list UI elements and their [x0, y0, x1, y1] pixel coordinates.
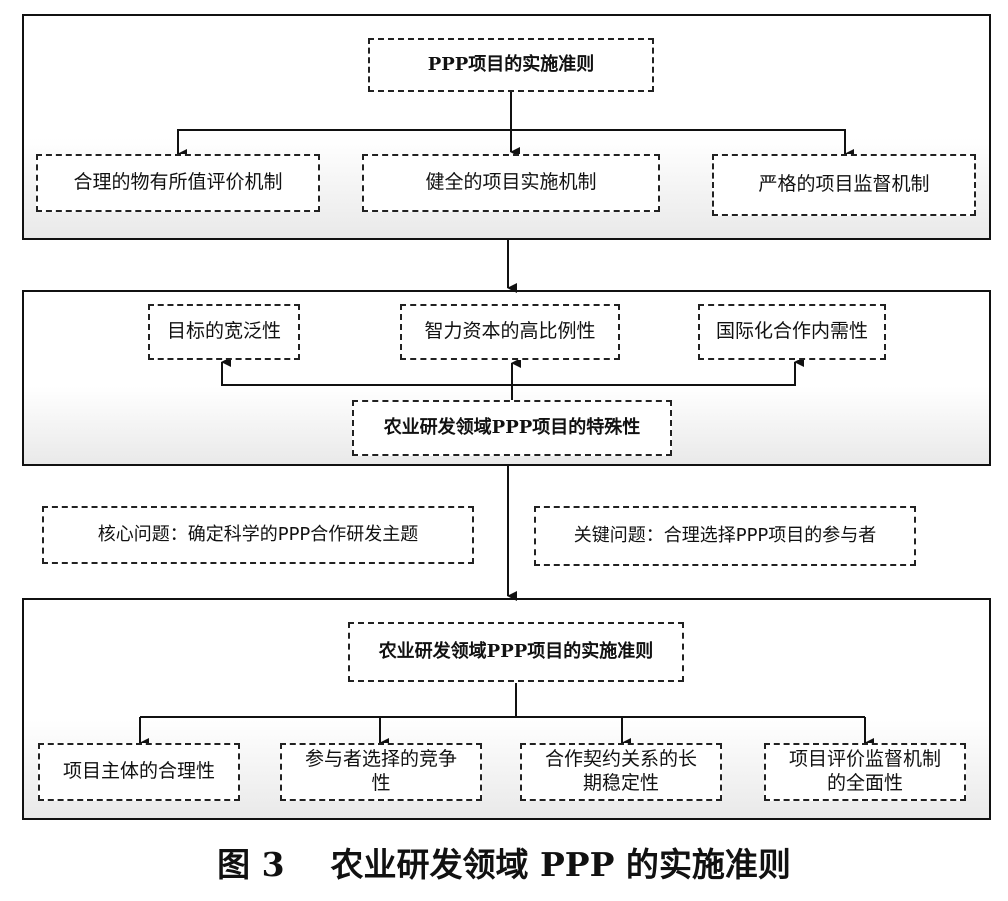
box-supervision-mechanism: 严格的项目监督机制	[712, 154, 976, 216]
box-key-issue: 关键问题：合理选择PPP项目的参与者	[534, 506, 916, 566]
figure-caption: 图 3 农业研发领域 PPP 的实施准则	[217, 845, 791, 884]
box-intellectual-capital: 智力资本的高比例性	[400, 304, 620, 360]
bracket-p2	[221, 366, 796, 386]
box-participant-competition: 参与者选择的竞争 性	[280, 743, 482, 801]
box-contract-stability: 合作契约关系的长 期稳定性	[520, 743, 722, 801]
box-ppp-principles-title: PPP项目的实施准则	[368, 38, 654, 92]
box-broad-goals: 目标的宽泛性	[148, 304, 300, 360]
box-international-cooperation: 国际化合作内需性	[698, 304, 886, 360]
box-value-for-money: 合理的物有所值评价机制	[36, 154, 320, 212]
box-evaluation-comprehensiveness: 项目评价监督机制 的全面性	[764, 743, 966, 801]
box-subject-rationality: 项目主体的合理性	[38, 743, 240, 801]
box-agri-principles-title: 农业研发领域PPP项目的实施准则	[348, 622, 684, 682]
box-core-issue: 核心问题：确定科学的PPP合作研发主题	[42, 506, 474, 564]
box-specialty-title: 农业研发领域PPP项目的特殊性	[352, 400, 672, 456]
box-implementation-mechanism: 健全的项目实施机制	[362, 154, 660, 212]
